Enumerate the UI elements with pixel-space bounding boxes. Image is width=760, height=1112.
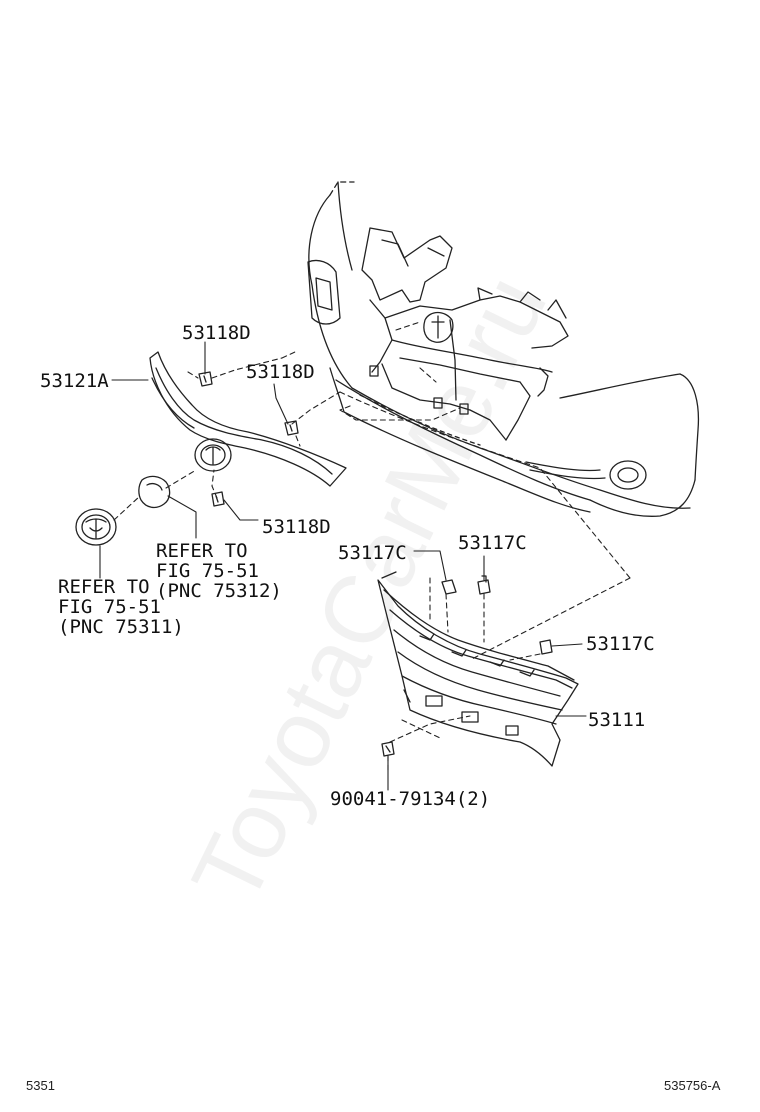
figure-code-right: 535756-A [664,1078,721,1093]
clip-53117c-side [539,639,553,655]
callout-90041-79134[interactable]: 90041-79134(2) [330,788,491,810]
clip-53117c-left [441,579,457,595]
callout-53118d-low[interactable]: 53118D [262,516,331,538]
upper-grille-moulding-illustration [149,351,347,487]
callout-53117c-side[interactable]: 53117C [586,633,655,655]
refer-line-3: (PNC 75312) [156,580,282,602]
callout-53121a[interactable]: 53121A [40,370,109,392]
emblem-base-illustration [138,475,171,509]
refer-line-2: FIG 75-51 [58,596,161,618]
clip-53117c-right [477,575,491,595]
callout-53117c-right[interactable]: 53117C [458,532,527,554]
emblem-illustration [75,508,117,546]
clip-53118d-low [211,491,225,507]
leader-lines [99,341,587,791]
refer-line-3: (PNC 75311) [58,616,184,638]
clip-53118d-mid [284,420,299,436]
assembly-lines [113,321,631,773]
radiator-grille-illustration [377,571,579,767]
clip-53118d-top [198,371,213,387]
refer-line-1: REFER TO [58,576,150,598]
figure-code-left: 5351 [26,1078,55,1093]
callout-53117c-left[interactable]: 53117C [338,542,407,564]
callout-53118d-top[interactable]: 53118D [182,322,251,344]
front-bumper-illustration [307,181,700,517]
refer-line-2: FIG 75-51 [156,560,259,582]
callout-53111[interactable]: 53111 [588,709,646,731]
callout-53118d-mid[interactable]: 53118D [246,361,315,383]
screw-90041-79134 [381,741,395,757]
refer-line-1: REFER TO [156,540,248,562]
